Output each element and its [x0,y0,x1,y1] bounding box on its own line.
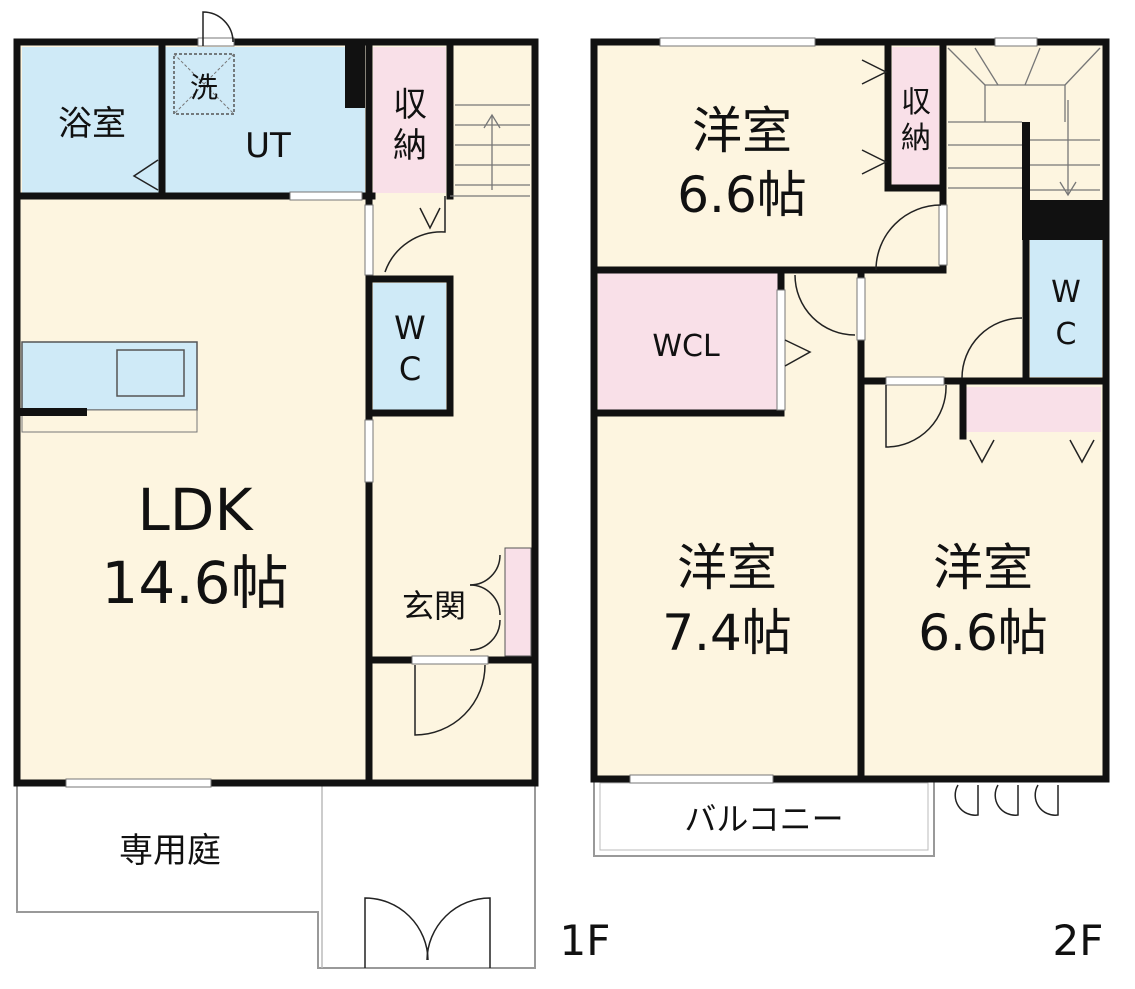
utility-label: UT [245,126,291,166]
storage-1f-label-1: 収 [393,85,427,125]
storage-2f-label-1: 収 [901,85,931,120]
floor-2f: 洋室 6.6帖 収 納 WCL W C 洋室 7.4帖 洋室 6.6帖 バルコニ… [590,37,1110,965]
floor-1f: 浴室 洗 UT 収 納 W C LDK 14.6帖 玄関 専用庭 1F [13,11,611,969]
ldk-size-label: 14.6帖 [101,549,288,617]
wcl-room [598,273,778,410]
utility-room [165,47,365,193]
washer-space [173,53,235,115]
storage-1f-label-2: 納 [393,126,427,166]
bath-label: 浴室 [58,104,126,144]
balcony [593,778,935,857]
stairs-2f [947,47,1101,197]
wc-1f [373,283,446,410]
entrance-label: 玄関 [402,587,466,625]
balcony-label: バルコニー [684,800,843,838]
shoe-storage [504,547,532,657]
washer-label: 洗 [190,71,218,104]
wc-1f-label-1: W [394,309,426,347]
storage-2f-label-2: 納 [901,121,931,156]
wc-2f-label-2: C [1056,317,1077,352]
floor-2f-label: 2F [1053,916,1104,965]
kitchen-counter [21,341,198,411]
wc-2f-label-1: W [1051,275,1081,310]
storage-2f [892,47,939,185]
room1-size-label: 6.6帖 [677,166,807,224]
wc-2f [1030,240,1102,377]
room3-label: 洋室 [933,539,1033,597]
wcl-label: WCL [652,329,720,364]
room3-size-label: 6.6帖 [918,604,1048,662]
garden-gate [364,897,491,968]
garden-label: 専用庭 [119,831,221,871]
bath-room [22,47,162,193]
stairs-1f [450,104,530,197]
ldk-label: LDK [137,476,254,544]
floor-1f-label: 1F [560,916,611,965]
room1-label: 洋室 [692,102,792,160]
wc-1f-label-2: C [399,350,421,388]
room2-label: 洋室 [677,539,777,597]
storage-1f [373,47,446,193]
room2-size-label: 7.4帖 [662,604,792,662]
closet-2f [963,387,1101,432]
